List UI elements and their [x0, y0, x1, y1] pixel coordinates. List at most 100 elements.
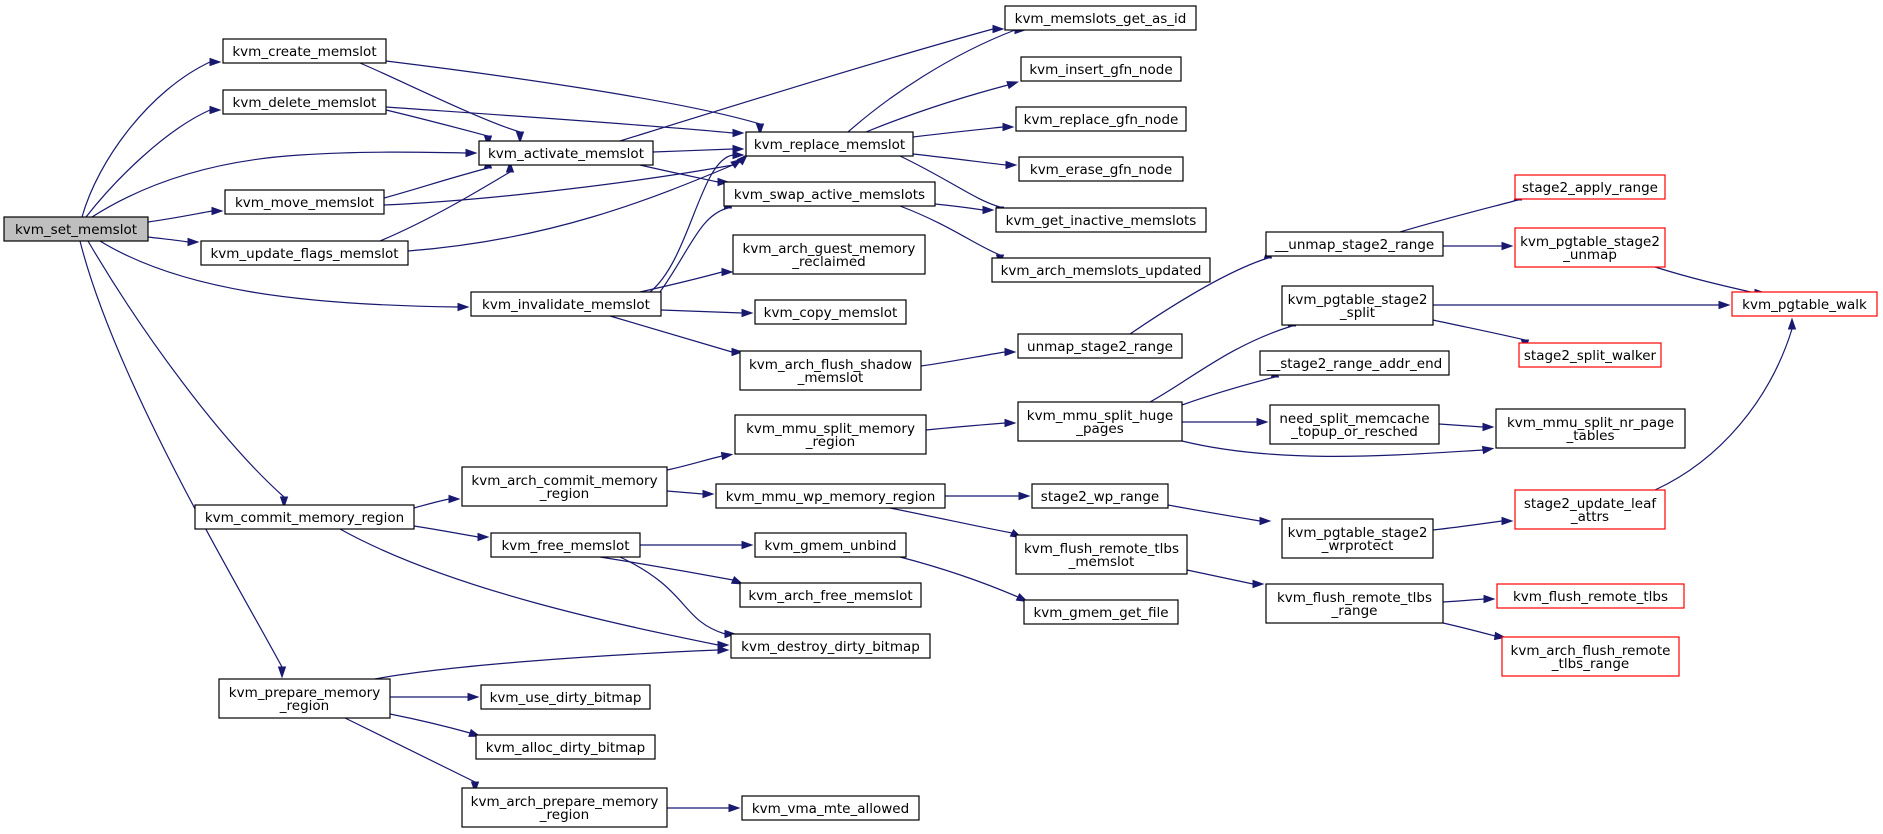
call-edge — [85, 105, 222, 218]
function-node-kvm-mmu-wp-memory-region[interactable]: kvm_mmu_wp_memory_region — [715, 483, 946, 509]
function-node-kvm-arch-memslots-updated[interactable]: kvm_arch_memslots_updated — [991, 257, 1211, 283]
function-node-kvm-update-flags-memslot[interactable]: kvm_update_flags_memslot — [200, 240, 409, 266]
node-box — [1015, 534, 1188, 575]
call-edge — [344, 717, 480, 794]
function-node-kvm-invalidate-memslot[interactable]: kvm_invalidate_memslot — [470, 291, 662, 317]
function-node-kvm-mmu-split-nr-page-tables[interactable]: kvm_mmu_split_nr_page_tables — [1495, 408, 1686, 449]
function-node-kvm-insert-gfn-node[interactable]: kvm_insert_gfn_node — [1020, 56, 1182, 82]
function-node-kvm-replace-memslot[interactable]: kvm_replace_memslot — [745, 131, 914, 157]
function-node-need-split-memcache-topup-or-resched[interactable]: need_split_memcache_topup_or_resched — [1269, 404, 1440, 445]
node-box — [1031, 483, 1169, 509]
call-edge — [79, 240, 287, 679]
function-node-kvm-arch-prepare-memory-region[interactable]: kvm_arch_prepare_memory_region — [461, 787, 668, 828]
function-node-kvm-destroy-dirty-bitmap[interactable]: kvm_destroy_dirty_bitmap — [730, 633, 931, 659]
function-node-kvm-arch-flush-shadow-memslot[interactable]: kvm_arch_flush_shadow_memslot — [739, 350, 922, 391]
arrowhead — [465, 148, 478, 158]
arrowhead — [277, 666, 287, 679]
function-node---stage2-range-addr-end[interactable]: __stage2_range_addr_end — [1259, 350, 1450, 376]
function-node-kvm-arch-flush-remote-tlbs-range[interactable]: kvm_arch_flush_remote_tlbs_range — [1501, 636, 1680, 677]
function-node-kvm-copy-memslot[interactable]: kvm_copy_memslot — [754, 299, 907, 325]
call-edge — [649, 150, 745, 293]
node-box — [1514, 174, 1666, 200]
function-node-kvm-delete-memslot[interactable]: kvm_delete_memslot — [222, 89, 387, 115]
arrowhead — [457, 302, 470, 312]
node-box — [1265, 231, 1444, 257]
function-node-kvm-arch-guest-memory-reclaimed[interactable]: kvm_arch_guest_memory_reclaimed — [732, 234, 926, 275]
node-label: __unmap_stage2_range — [1274, 237, 1434, 253]
function-node-stage2-wp-range[interactable]: stage2_wp_range — [1031, 483, 1169, 509]
call-edge — [912, 153, 1018, 170]
arrowhead — [730, 575, 744, 585]
arrowhead — [736, 153, 749, 166]
function-node-kvm-create-memslot[interactable]: kvm_create_memslot — [222, 38, 387, 64]
node-box — [1020, 56, 1182, 82]
node-label: unmap_stage2_range — [1027, 339, 1173, 355]
function-node-kvm-gmem-get-file[interactable]: kvm_gmem_get_file — [1023, 599, 1179, 625]
function-node-kvm-erase-gfn-node[interactable]: kvm_erase_gfn_node — [1018, 156, 1184, 182]
call-edge — [912, 122, 1015, 138]
function-node-kvm-prepare-memory-region[interactable]: kvm_prepare_memory_region — [218, 678, 391, 719]
function-node-kvm-swap-active-memslots[interactable]: kvm_swap_active_memslots — [723, 181, 936, 207]
node-label: _wrprotect — [1321, 538, 1394, 554]
call-edge — [659, 196, 733, 293]
function-node-kvm-pgtable-walk[interactable]: kvm_pgtable_walk — [1731, 291, 1878, 317]
function-node-kvm-replace-gfn-node[interactable]: kvm_replace_gfn_node — [1015, 106, 1187, 132]
node-label: kvm_arch_guest_memory — [743, 241, 916, 257]
call-edge — [660, 308, 754, 318]
node-label: kvm_gmem_get_file — [1033, 605, 1168, 621]
function-node-kvm-set-memslot[interactable]: kvm_set_memslot — [3, 216, 149, 242]
node-box — [224, 189, 385, 215]
function-node-kvm-move-memslot[interactable]: kvm_move_memslot — [224, 189, 385, 215]
function-node-kvm-memslots-get-as-id[interactable]: kvm_memslots_get_as_id — [1004, 5, 1197, 31]
node-box — [754, 532, 907, 558]
function-node-stage2-apply-range[interactable]: stage2_apply_range — [1514, 174, 1666, 200]
node-label: need_split_memcache — [1279, 411, 1429, 427]
node-label: kvm_update_flags_memslot — [210, 246, 398, 262]
function-node-kvm-mmu-split-memory-region[interactable]: kvm_mmu_split_memory_region — [734, 414, 927, 455]
call-edge — [413, 494, 461, 509]
call-edge — [99, 240, 470, 312]
function-node-kvm-pgtable-stage2-split[interactable]: kvm_pgtable_stage2_split — [1281, 285, 1434, 326]
function-node-kvm-use-dirty-bitmap[interactable]: kvm_use_dirty_bitmap — [480, 684, 651, 710]
function-node-kvm-mmu-split-huge-pages[interactable]: kvm_mmu_split_huge_pages — [1017, 401, 1183, 442]
function-node-kvm-arch-free-memslot[interactable]: kvm_arch_free_memslot — [739, 582, 922, 608]
function-node-kvm-flush-remote-tlbs[interactable]: kvm_flush_remote_tlbs — [1496, 583, 1685, 609]
node-box — [1731, 291, 1878, 317]
function-node-stage2-update-leaf-attrs[interactable]: stage2_update_leaf_attrs — [1514, 489, 1666, 530]
function-node-kvm-get-inactive-memslots[interactable]: kvm_get_inactive_memslots — [995, 207, 1207, 233]
call-edge — [945, 491, 1031, 501]
function-node-unmap-stage2-range[interactable]: unmap_stage2_range — [1017, 333, 1183, 359]
function-node-kvm-alloc-dirty-bitmap[interactable]: kvm_alloc_dirty_bitmap — [475, 734, 656, 760]
node-box — [461, 787, 668, 828]
node-label: kvm_erase_gfn_node — [1030, 162, 1172, 178]
function-node-kvm-pgtable-stage2-unmap[interactable]: kvm_pgtable_stage2_unmap — [1514, 227, 1666, 268]
function-node-kvm-pgtable-stage2-wrprotect[interactable]: kvm_pgtable_stage2_wrprotect — [1281, 518, 1434, 559]
function-node-kvm-gmem-unbind[interactable]: kvm_gmem_unbind — [754, 532, 907, 558]
function-node-stage2-split-walker[interactable]: stage2_split_walker — [1518, 342, 1662, 368]
arrowhead — [515, 131, 525, 144]
arrowhead — [279, 496, 289, 509]
function-node-kvm-flush-remote-tlbs-memslot[interactable]: kvm_flush_remote_tlbs_memslot — [1015, 534, 1188, 575]
node-box — [478, 140, 654, 166]
call-edge — [87, 240, 289, 509]
node-label: kvm_arch_free_memslot — [748, 588, 912, 604]
call-edge — [147, 206, 224, 223]
function-node-kvm-commit-memory-region[interactable]: kvm_commit_memory_region — [194, 504, 415, 530]
function-node-kvm-vma-mte-allowed[interactable]: kvm_vma_mte_allowed — [741, 795, 920, 821]
node-label: kvm_get_inactive_memslots — [1006, 213, 1197, 229]
call-edge — [374, 645, 730, 680]
node-label: kvm_memslots_get_as_id — [1015, 11, 1187, 27]
node-label: kvm_vma_mte_allowed — [752, 801, 909, 817]
function-node-kvm-free-memslot[interactable]: kvm_free_memslot — [490, 532, 641, 558]
function-node-kvm-flush-remote-tlbs-range[interactable]: kvm_flush_remote_tlbs_range — [1265, 583, 1444, 624]
call-edge — [619, 556, 737, 639]
arrowhead — [1004, 347, 1017, 357]
node-label: kvm_mmu_split_memory — [746, 421, 915, 437]
call-edge — [865, 81, 1020, 133]
node-label: kvm_mmu_split_nr_page — [1507, 415, 1674, 431]
function-node---unmap-stage2-range[interactable]: __unmap_stage2_range — [1265, 231, 1444, 257]
node-label: kvm_pgtable_stage2 — [1288, 292, 1428, 308]
function-node-kvm-arch-commit-memory-region[interactable]: kvm_arch_commit_memory_region — [461, 466, 668, 507]
arrowhead — [1718, 300, 1731, 310]
function-node-kvm-activate-memslot[interactable]: kvm_activate_memslot — [478, 140, 654, 166]
